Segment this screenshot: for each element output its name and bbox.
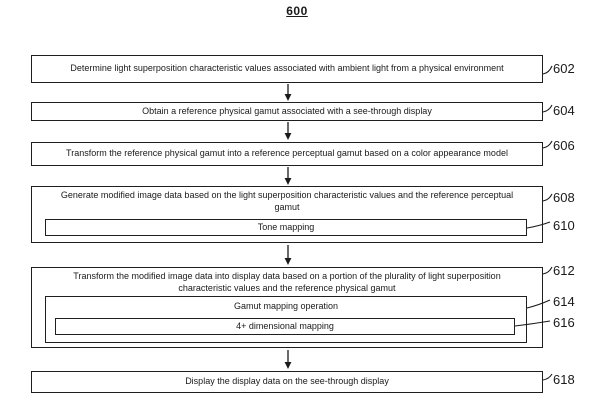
ref-label-612: 612 (553, 263, 575, 278)
step-text-606: Transform the reference physical gamut i… (66, 148, 508, 159)
step-text-618: Display the display data on the see-thro… (185, 376, 389, 387)
sub-box-616: 4+ dimensional mapping (55, 318, 515, 335)
sub-text-614: Gamut mapping operation (233, 301, 339, 311)
ref-connector-606 (542, 140, 553, 149)
ref-label-618: 618 (553, 372, 575, 387)
step-box-604: Obtain a reference physical gamut associ… (31, 102, 543, 121)
ref-label-608: 608 (553, 190, 575, 205)
flow-arrow-3 (284, 167, 292, 185)
ref-connector-612 (542, 266, 553, 275)
flow-arrow-2 (284, 122, 292, 140)
ref-label-616: 616 (553, 315, 575, 330)
figure-number: 600 (286, 4, 308, 18)
ref-label-614: 614 (553, 294, 575, 309)
ref-connector-608 (542, 193, 553, 202)
flow-arrow-4 (284, 245, 292, 265)
flow-arrow-5 (284, 350, 292, 369)
ref-label-606: 606 (553, 138, 575, 153)
sub-box-610: Tone mapping (45, 219, 527, 236)
step-box-602: Determine light superposition characteri… (31, 55, 543, 83)
step-text-608: Generate modified image data based on th… (60, 190, 514, 212)
step-text-612: Transform the modified image data into d… (73, 271, 501, 293)
sub-text-610: Tone mapping (257, 221, 315, 232)
step-box-618: Display the display data on the see-thro… (31, 371, 543, 393)
ref-connector-604 (542, 104, 553, 113)
ref-connector-618 (542, 373, 553, 381)
step-text-604: Obtain a reference physical gamut associ… (142, 105, 432, 116)
ref-label-602: 602 (553, 61, 575, 76)
sub-text-616: 4+ dimensional mapping (236, 320, 334, 331)
ref-label-604: 604 (553, 103, 575, 118)
ref-connector-602 (542, 65, 553, 75)
step-text-602: Determine light superposition characteri… (70, 63, 504, 74)
step-box-606: Transform the reference physical gamut i… (31, 142, 543, 166)
ref-label-610: 610 (553, 218, 575, 233)
flow-arrow-1 (284, 84, 292, 101)
